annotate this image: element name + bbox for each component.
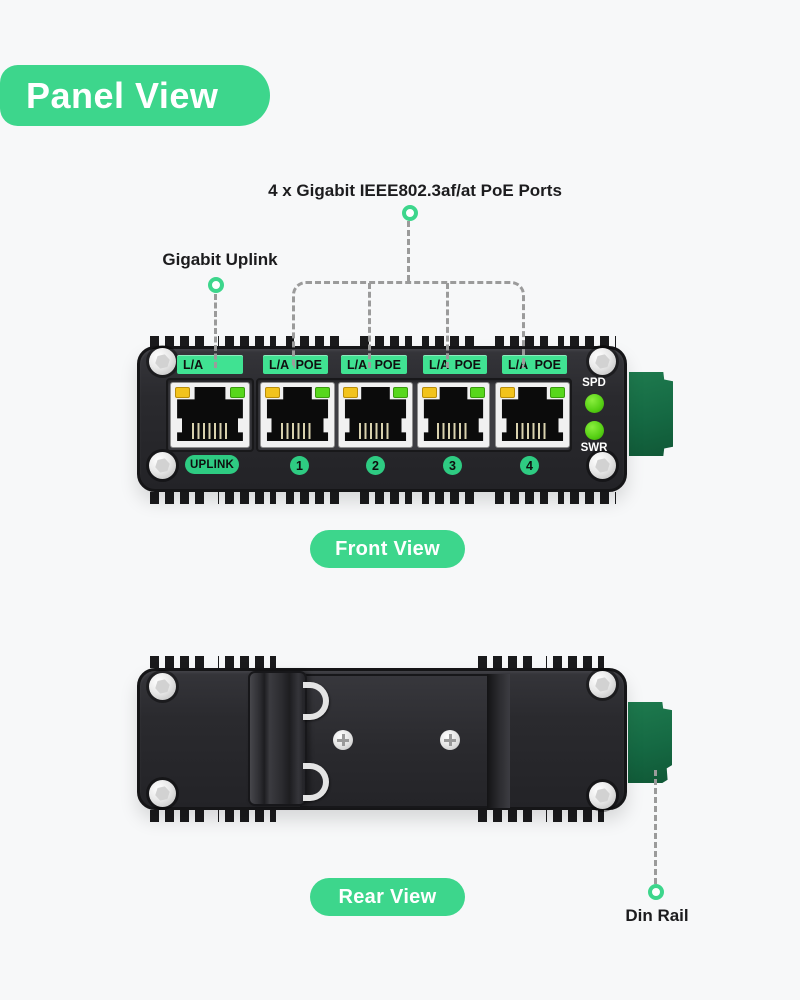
front-view-caption: Front View	[310, 530, 465, 568]
hex-bolt-icon	[153, 352, 172, 371]
uplink-rj45-port	[170, 382, 250, 448]
poe-bracket-drop-line-2	[368, 283, 371, 368]
port2-la-label: L/A	[347, 357, 368, 372]
uplink-callout-line	[214, 294, 217, 368]
rear-top-ribs-right	[478, 656, 614, 668]
phillips-cross-icon	[448, 734, 452, 746]
port1-rj45-port	[260, 382, 335, 448]
swr-label: SWR	[580, 442, 608, 454]
uplink-callout-marker-icon	[208, 277, 224, 293]
hex-bolt-icon	[593, 456, 612, 475]
port4-number-badge: 4	[520, 456, 539, 475]
rear-bottom-ribs-right	[478, 810, 614, 822]
rear-screw-bottom-left-icon	[149, 780, 176, 807]
port2-label: L/A POE	[341, 355, 407, 374]
port3-number-badge: 3	[443, 456, 462, 475]
rear-bottom-ribs-left	[150, 810, 285, 822]
front-screw-bottom-left-icon	[149, 452, 176, 479]
port2-yellow-led-icon	[343, 387, 358, 398]
port2-green-led-icon	[393, 387, 408, 398]
hex-bolt-icon	[593, 786, 612, 805]
port4-poe-label: POE	[534, 357, 561, 372]
port2-number-badge: 2	[366, 456, 385, 475]
uplink-port-label: L/A	[177, 355, 243, 374]
rear-view-caption: Rear View	[310, 878, 465, 916]
rear-screw-top-left-icon	[149, 673, 176, 700]
uplink-port-name-badge: UPLINK	[185, 455, 239, 474]
din-spring-hook-bottom-icon	[303, 763, 329, 801]
poe-ports-callout-label: 4 x Gigabit IEEE802.3af/at PoE Ports	[268, 181, 562, 200]
port4-rj45-port	[495, 382, 570, 448]
rear-screw-bottom-right-icon	[589, 782, 616, 809]
hex-bolt-icon	[153, 784, 172, 803]
port4-rj45-pins	[515, 422, 550, 440]
port3-rj45-port	[417, 382, 490, 448]
poe-callout-marker-icon	[402, 205, 418, 221]
page-title: Panel View	[0, 65, 270, 126]
port3-rj45-pins	[437, 422, 470, 440]
port2-rj45-pins	[358, 422, 393, 440]
port3-label: L/A POE	[423, 355, 487, 374]
uplink-rj45-pins	[192, 422, 228, 440]
port1-la-label: L/A	[269, 357, 290, 372]
port2-poe-label: POE	[374, 357, 401, 372]
poe-ports-bracket-line	[292, 281, 525, 368]
hex-bolt-icon	[593, 675, 612, 694]
din-rail-clip-bar	[248, 671, 307, 806]
din-phillips-screw-left-icon	[333, 730, 353, 750]
port3-yellow-led-icon	[422, 387, 437, 398]
uplink-yellow-led-icon	[175, 387, 190, 398]
hex-bolt-icon	[153, 677, 172, 696]
front-top-heatsink-ribs	[150, 336, 616, 348]
din-rail-callout-label: Din Rail	[625, 906, 689, 925]
front-terminal-block	[629, 372, 673, 456]
din-phillips-screw-right-icon	[440, 730, 460, 750]
port1-green-led-icon	[315, 387, 330, 398]
uplink-la-label: L/A	[183, 357, 204, 372]
uplink-green-led-icon	[230, 387, 245, 398]
din-rail-mount-plate	[300, 674, 490, 808]
port2-rj45-port	[338, 382, 413, 448]
spd-led-icon	[585, 394, 604, 413]
hex-bolt-icon	[153, 456, 172, 475]
front-screw-top-right-icon	[589, 348, 616, 375]
hex-bolt-icon	[593, 352, 612, 371]
port3-poe-label: POE	[454, 357, 481, 372]
port1-number-badge: 1	[290, 456, 309, 475]
poe-callout-stem-line	[407, 221, 410, 281]
uplink-callout-label: Gigabit Uplink	[162, 250, 278, 269]
poe-bracket-drop-line-3	[446, 283, 449, 368]
port1-yellow-led-icon	[265, 387, 280, 398]
port4-yellow-led-icon	[500, 387, 515, 398]
din-callout-marker-icon	[648, 884, 664, 900]
rear-screw-top-right-icon	[589, 671, 616, 698]
din-rail-mount-edge	[487, 674, 510, 808]
rear-terminal-block	[628, 702, 672, 783]
front-bottom-heatsink-ribs	[150, 492, 616, 504]
din-rail-callout-line	[654, 770, 657, 884]
swr-led-icon	[585, 421, 604, 440]
port1-rj45-pins	[280, 422, 315, 440]
port4-green-led-icon	[550, 387, 565, 398]
port3-la-label: L/A	[429, 357, 450, 372]
front-screw-top-left-icon	[149, 348, 176, 375]
spd-label: SPD	[582, 377, 606, 389]
front-screw-bottom-right-icon	[589, 452, 616, 479]
din-spring-hook-top-icon	[303, 682, 329, 720]
rear-top-ribs-left	[150, 656, 285, 668]
port3-green-led-icon	[470, 387, 485, 398]
phillips-cross-icon	[341, 734, 345, 746]
